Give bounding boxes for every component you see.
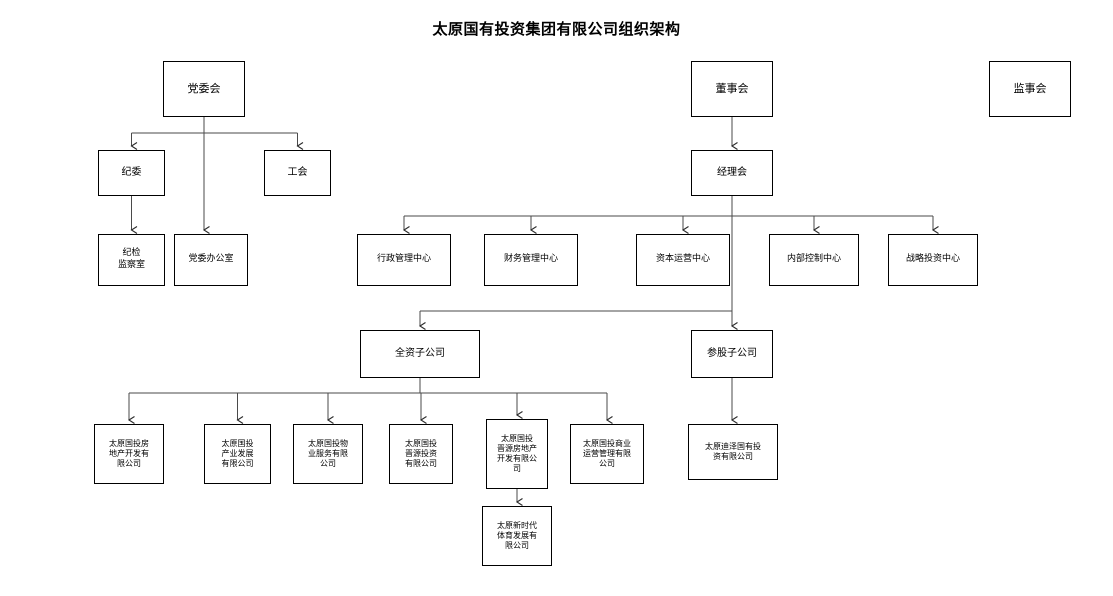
node-label: 太原国投晋源投资有限公司 bbox=[405, 438, 437, 469]
node-label: 经理会 bbox=[717, 166, 747, 178]
node-label: 战略投资中心 bbox=[905, 254, 960, 265]
node-label: 内部控制中心 bbox=[786, 254, 841, 265]
node-label: 财务管理中心 bbox=[503, 254, 558, 265]
node-label: 太原迪泽国有投资有限公司 bbox=[705, 441, 761, 461]
node-finance-management-center[interactable]: 财务管理中心 bbox=[484, 234, 578, 286]
node-strategic-investment-center[interactable]: 战略投资中心 bbox=[888, 234, 978, 286]
node-equity-participating-subsidiaries[interactable]: 参股子公司 bbox=[691, 330, 773, 378]
node-label: 工会 bbox=[287, 166, 308, 178]
node-party-committee[interactable]: 党委会 bbox=[163, 61, 245, 117]
node-board-of-directors[interactable]: 董事会 bbox=[691, 61, 773, 117]
node-jinyuan-real-estate[interactable]: 太原国投晋源房地产开发有限公司 bbox=[486, 419, 548, 489]
node-label: 太原国投产业发展有限公司 bbox=[221, 438, 254, 469]
node-admin-management-center[interactable]: 行政管理中心 bbox=[357, 234, 451, 286]
node-commercial-operation[interactable]: 太原国投商业运营管理有限公司 bbox=[570, 424, 644, 484]
node-wholly-owned-subsidiaries[interactable]: 全资子公司 bbox=[360, 330, 480, 378]
node-property-services[interactable]: 太原国投物业服务有限公司 bbox=[293, 424, 363, 484]
node-labor-union[interactable]: 工会 bbox=[264, 150, 331, 196]
node-label: 党委会 bbox=[187, 81, 221, 95]
node-real-estate-development[interactable]: 太原国投房地产开发有限公司 bbox=[94, 424, 164, 484]
node-party-committee-office[interactable]: 党委办公室 bbox=[174, 234, 248, 286]
node-new-era-sports[interactable]: 太原新时代体育发展有限公司 bbox=[482, 506, 552, 566]
node-discipline-inspection-office[interactable]: 纪检监察室 bbox=[98, 234, 165, 286]
node-label: 纪委 bbox=[121, 166, 142, 178]
node-internal-control-center[interactable]: 内部控制中心 bbox=[769, 234, 859, 286]
page-title: 太原国有投资集团有限公司组织架构 bbox=[432, 20, 681, 38]
node-managers-meeting[interactable]: 经理会 bbox=[691, 150, 773, 196]
node-label: 太原国投商业运营管理有限公司 bbox=[583, 438, 631, 469]
node-label: 行政管理中心 bbox=[376, 254, 431, 265]
node-label: 资本运营中心 bbox=[655, 254, 710, 265]
node-dize-state-investment[interactable]: 太原迪泽国有投资有限公司 bbox=[688, 424, 778, 480]
node-label: 监事会 bbox=[1013, 81, 1047, 95]
node-label: 董事会 bbox=[715, 81, 749, 95]
node-label: 纪检监察室 bbox=[117, 248, 145, 270]
node-jinyuan-investment[interactable]: 太原国投晋源投资有限公司 bbox=[389, 424, 453, 484]
node-label: 太原国投房地产开发有限公司 bbox=[109, 438, 149, 469]
node-label: 太原新时代体育发展有限公司 bbox=[497, 520, 537, 551]
node-board-of-supervisors[interactable]: 监事会 bbox=[989, 61, 1071, 117]
node-industrial-development[interactable]: 太原国投产业发展有限公司 bbox=[204, 424, 271, 484]
node-label: 参股子公司 bbox=[707, 347, 757, 359]
node-discipline-committee[interactable]: 纪委 bbox=[98, 150, 165, 196]
node-label: 太原国投晋源房地产开发有限公司 bbox=[497, 433, 537, 474]
node-capital-operation-center[interactable]: 资本运营中心 bbox=[636, 234, 730, 286]
node-label: 全资子公司 bbox=[395, 347, 445, 359]
node-label: 太原国投物业服务有限公司 bbox=[308, 438, 348, 469]
node-label: 党委办公室 bbox=[188, 254, 234, 265]
